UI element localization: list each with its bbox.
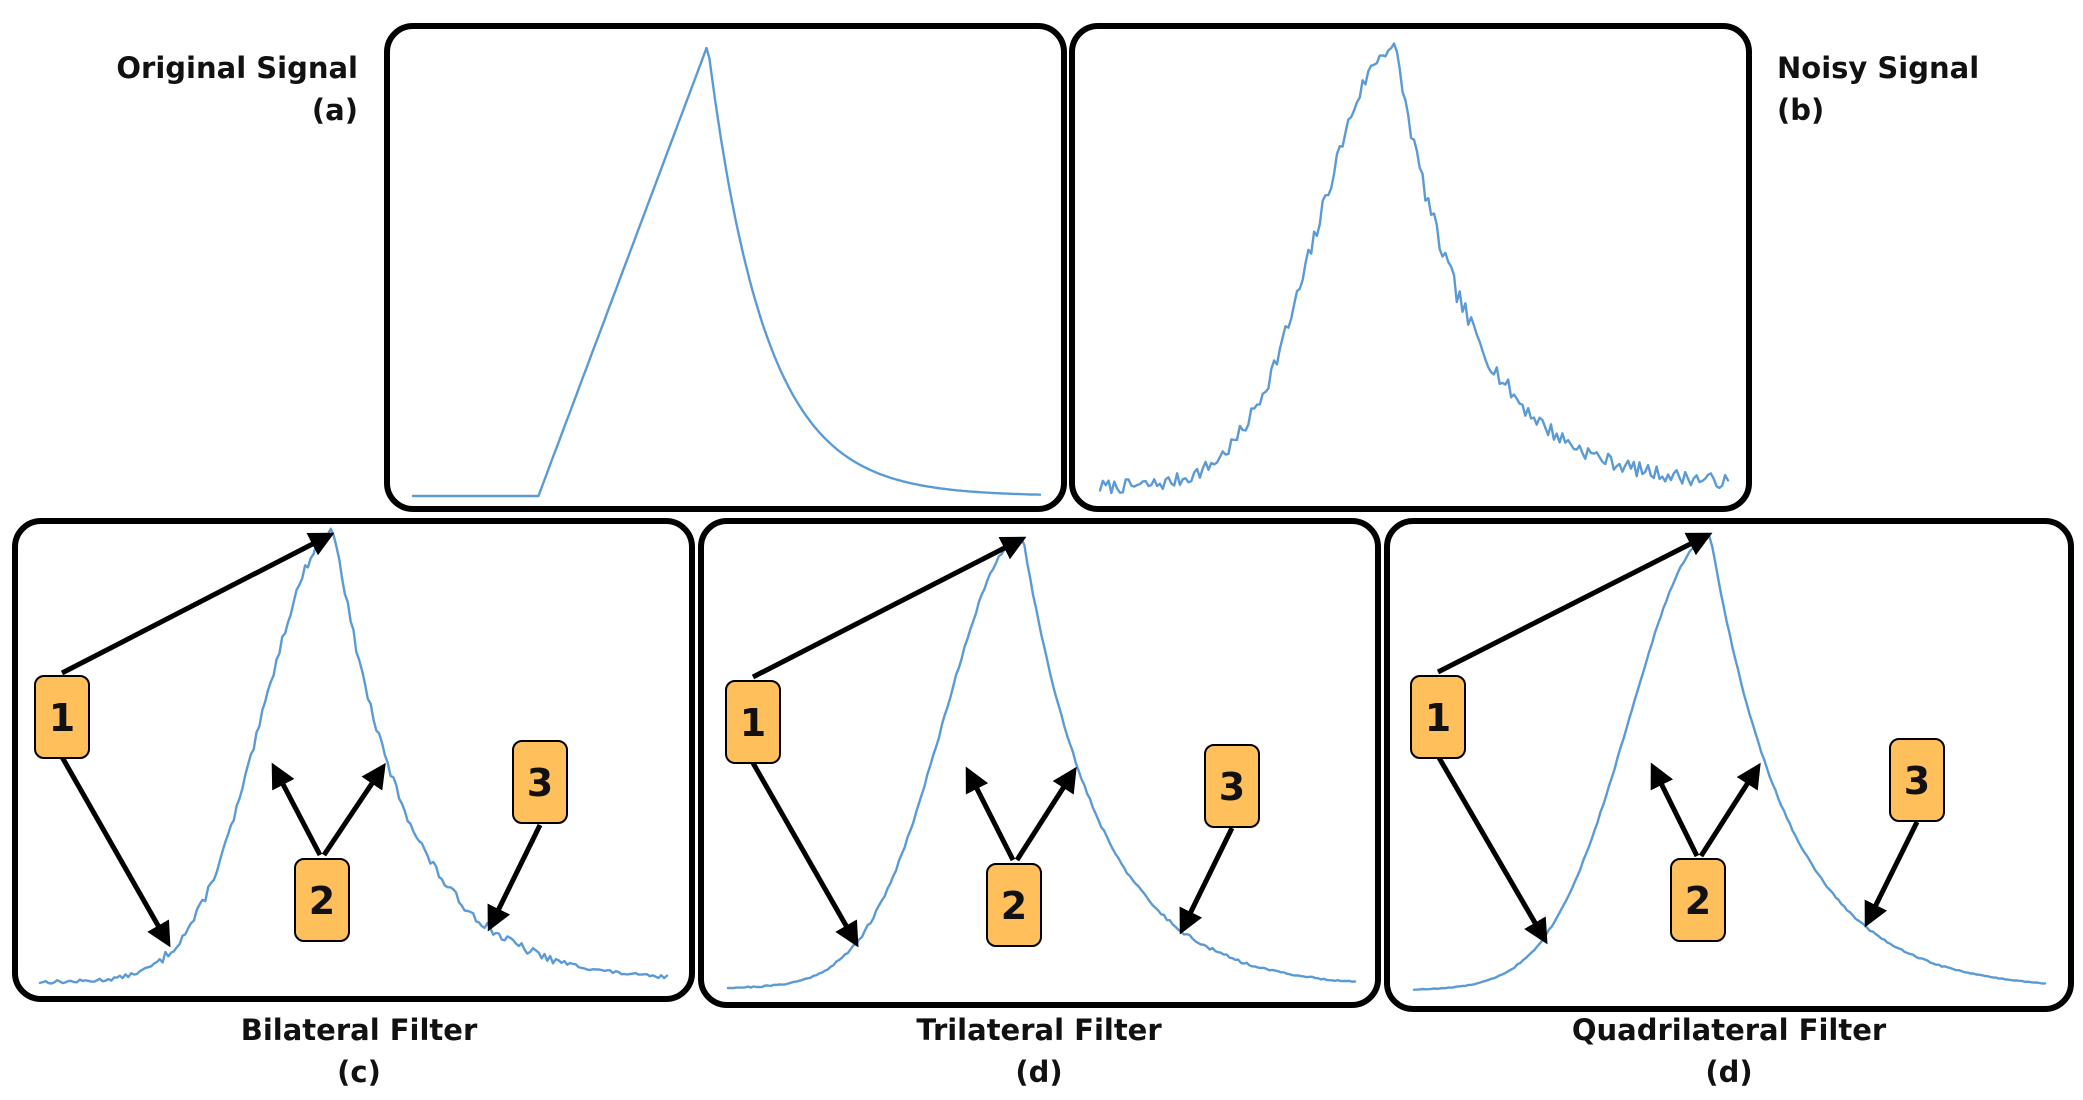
arrow [1650, 762, 1700, 858]
arrow [59, 755, 171, 948]
panel-tag: (b) [1777, 93, 1824, 127]
panel-frame [12, 518, 695, 1002]
panel-title: Noisy Signal [1777, 51, 1979, 85]
badge-1: 1 [725, 680, 781, 764]
signal-line-noisy [1098, 42, 1730, 495]
panel-tag: (d) [1705, 1055, 1752, 1089]
panel-tag: (d) [1015, 1055, 1062, 1089]
badge-3: 3 [1889, 738, 1945, 822]
svg-text:1: 1 [1425, 696, 1451, 740]
badge-2: 2 [294, 858, 350, 942]
arrow [271, 762, 323, 857]
arrow [1864, 820, 1920, 928]
panel-quadrilateral-filter: 1 2 3 [1384, 518, 2074, 1012]
panel-frame [698, 518, 1381, 1008]
svg-text:2: 2 [309, 879, 335, 923]
panel-title: Trilateral Filter [916, 1013, 1162, 1047]
panel-original-signal [384, 23, 1067, 512]
badge-1: 1 [1410, 675, 1466, 759]
arrow [1436, 532, 1713, 675]
arrow [487, 823, 543, 932]
arrow [60, 532, 335, 676]
panel-noisy-signal [1069, 23, 1752, 512]
svg-text:1: 1 [49, 696, 75, 740]
badge-3: 3 [1204, 744, 1260, 828]
panel-frame [1069, 23, 1752, 512]
signal-line-bilateral [38, 527, 669, 985]
panel-tag: (a) [312, 93, 358, 127]
badge-1: 1 [34, 675, 90, 759]
svg-text:2: 2 [1001, 884, 1027, 928]
arrow [1014, 766, 1077, 862]
arrow [965, 766, 1016, 862]
panel-title: Bilateral Filter [241, 1013, 478, 1047]
panel-title: Original Signal [116, 51, 358, 85]
panel-tag: (c) [337, 1055, 381, 1089]
panel-frame [1384, 518, 2074, 1012]
badge-2: 2 [1670, 858, 1726, 942]
arrow [751, 536, 1027, 680]
arrow [1435, 754, 1548, 945]
panel-title: Quadrilateral Filter [1572, 1013, 1887, 1047]
badge-2: 2 [986, 863, 1042, 947]
arrow [750, 761, 859, 948]
panel-bilateral-filter: 1 2 3 [12, 518, 695, 1002]
panel-frame [384, 23, 1067, 512]
svg-text:3: 3 [1219, 765, 1245, 809]
svg-text:3: 3 [527, 761, 553, 805]
panel-trilateral-filter: 1 2 3 [698, 518, 1381, 1008]
svg-text:1: 1 [740, 701, 766, 745]
signal-line-original [411, 46, 1042, 498]
signal-line-trilateral [726, 537, 1357, 990]
arrow [1179, 826, 1235, 935]
svg-text:2: 2 [1685, 879, 1711, 923]
signal-line-quadrilateral [1412, 535, 2047, 991]
arrow [1698, 762, 1761, 858]
svg-text:3: 3 [1904, 759, 1930, 803]
badge-3: 3 [512, 740, 568, 824]
arrow [321, 762, 386, 857]
